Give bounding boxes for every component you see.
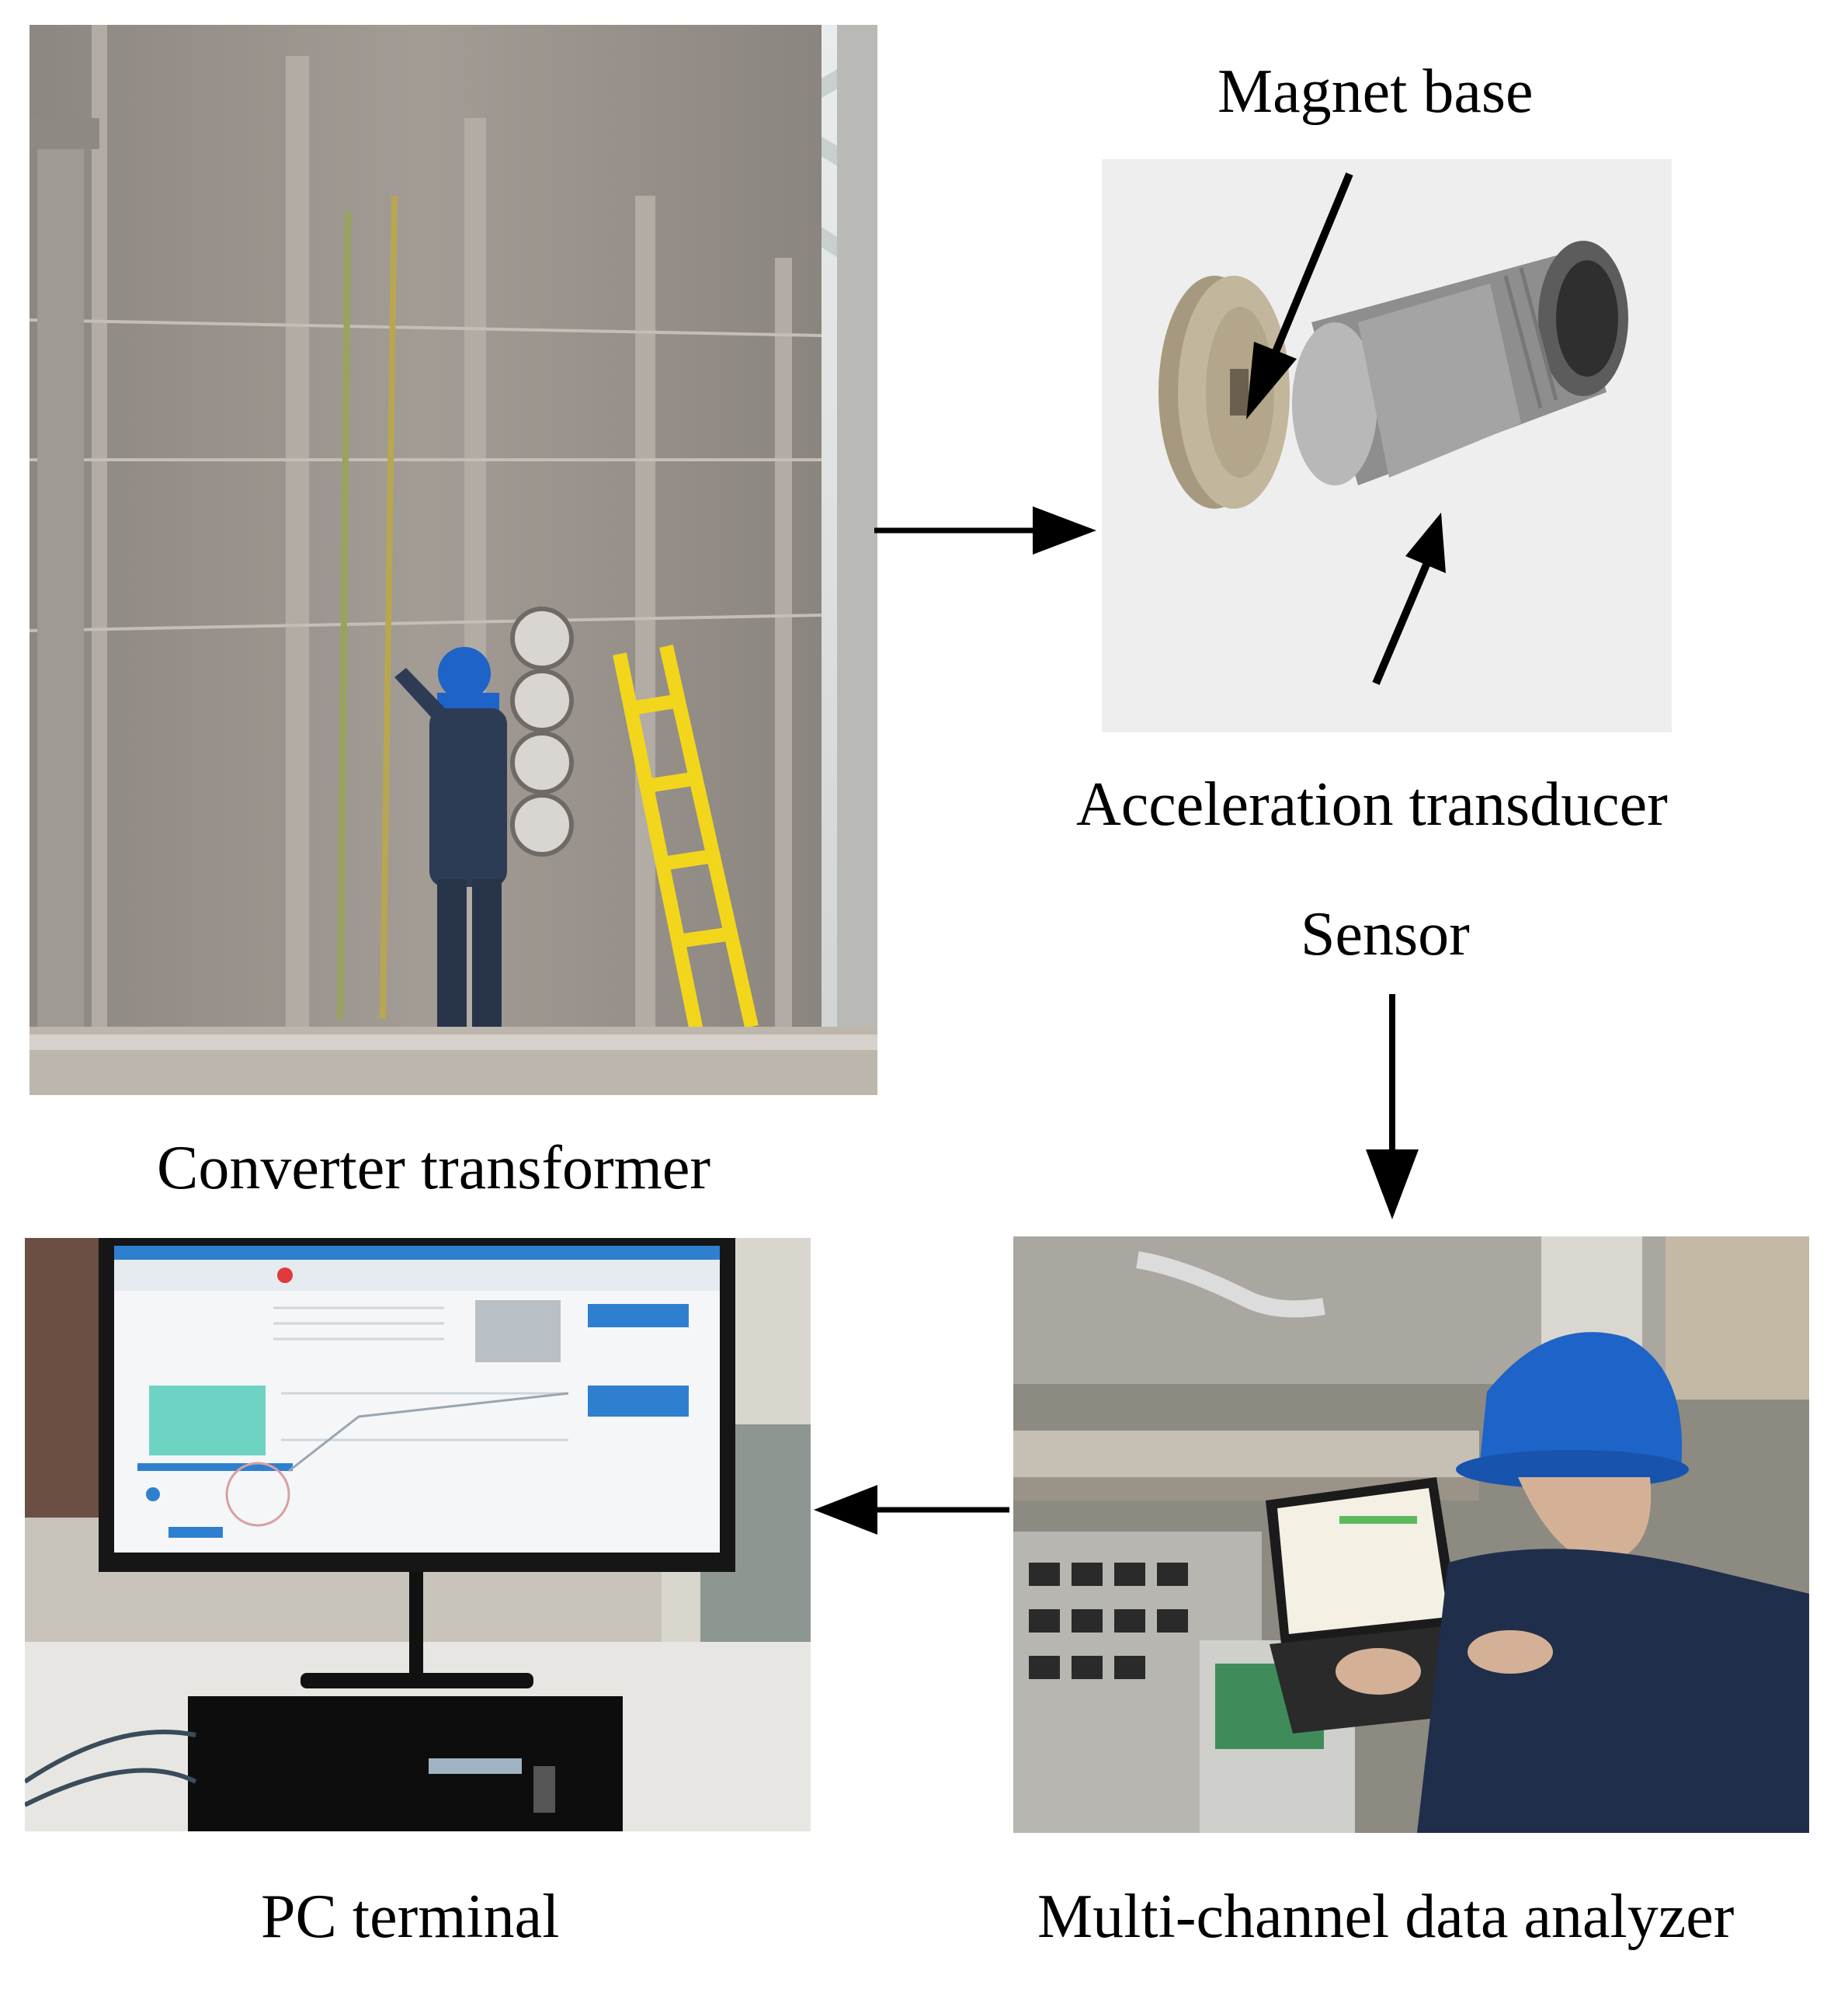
sensor-part bbox=[1292, 241, 1628, 485]
converter-transformer-photo bbox=[30, 25, 877, 1095]
multi-channel-analyzer-label: Multi-channel data analyzer bbox=[1037, 1883, 1735, 1951]
converter-transformer-label: Converter transformer bbox=[157, 1134, 711, 1202]
arrow-analyzer-to-pc bbox=[814, 1485, 1009, 1535]
data-analyzer-photo bbox=[1013, 1236, 1809, 1833]
arrow-sensor-to-analyzer bbox=[1366, 994, 1419, 1219]
magnet-base-part bbox=[1158, 276, 1290, 509]
acceleration-transducer-photo bbox=[1102, 159, 1672, 732]
sensor-label: Sensor bbox=[1301, 900, 1470, 968]
pc-terminal-label: PC terminal bbox=[261, 1883, 560, 1951]
pc-terminal-photo bbox=[25, 1238, 811, 1831]
arrow-transformer-to-sensor bbox=[874, 506, 1096, 555]
acceleration-transducer-label: Acceleration transducer bbox=[1076, 770, 1668, 839]
magnet-base-label: Magnet base bbox=[1218, 57, 1534, 126]
